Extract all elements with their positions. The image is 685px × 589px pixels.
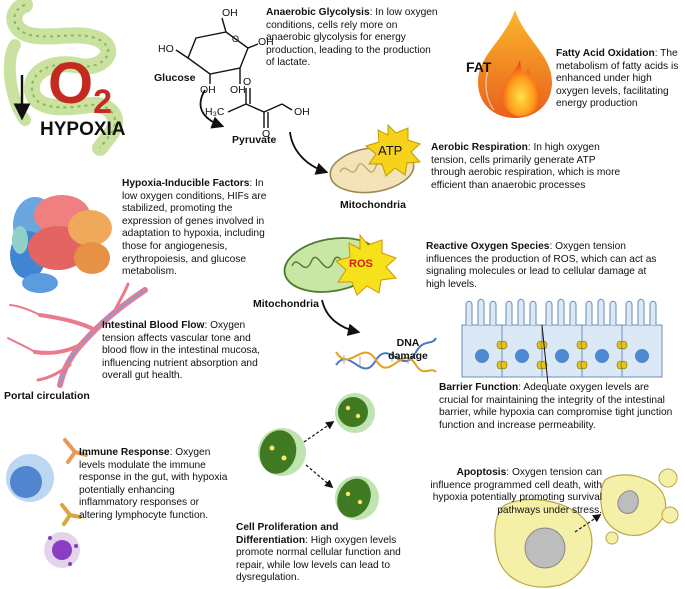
hif-text: Hypoxia-Inducible Factors: In low oxygen… (122, 178, 280, 279)
barrier-text: Barrier Function: Adequate oxygen levels… (439, 382, 675, 432)
pyruvate-molecule-icon (227, 88, 293, 128)
prolif-text: Cell Proliferation and Differentiation: … (236, 522, 404, 585)
apoptosis-text: Apoptosis: Oxygen tension can influence … (424, 467, 602, 517)
mitochondria-label-top: Mitochondria (340, 199, 406, 211)
barrier-title: Barrier Function (439, 382, 519, 393)
mito-to-dna-arrow (321, 299, 361, 336)
apoptosis-body: : Oxygen tension can influence programme… (430, 467, 602, 516)
immune-cells-icon (6, 438, 88, 568)
proliferation-cells-icon (258, 393, 379, 520)
glucose-oh-bot: OH (230, 84, 246, 96)
ros-title: Reactive Oxygen Species (426, 241, 550, 252)
glucose-oh-mid: OH (200, 84, 216, 96)
hypoxia-label: HYPOXIA (40, 119, 126, 140)
ros-label: ROS (349, 258, 373, 270)
blood-vessels-icon (7, 282, 148, 388)
pyruvate-ch3: H₃C (205, 106, 225, 118)
glucose-label: Glucose (154, 72, 196, 84)
aerobic-body: : In high oxygen tension, cells primaril… (431, 142, 621, 191)
fat-text: Fatty Acid Oxidation: The metabolism of … (556, 48, 682, 111)
pyruvate-o-bot: O (262, 128, 271, 140)
prolif-title: Cell Proliferation and Differentiation (236, 522, 339, 546)
glucose-oh-top: OH (222, 7, 238, 19)
barrier-body: : Adequate oxygen levels are crucial for… (439, 382, 673, 431)
dna-helix-icon (335, 337, 437, 373)
glycolysis-title: Anaerobic Glycolysis (266, 7, 370, 18)
immune-title: Immune Response (79, 447, 170, 458)
o2-o: O (48, 51, 94, 116)
aerobic-title: Aerobic Respiration (431, 142, 528, 153)
pyruvate-to-mito-arrow (289, 131, 329, 175)
immune-body: : Oxygen levels modulate the immune resp… (79, 447, 228, 521)
glucose-ho-left: HO (158, 43, 174, 55)
hif-protein-icon (10, 195, 112, 293)
blood-title: Intestinal Blood Flow (102, 320, 205, 331)
atp-label: ATP (378, 143, 403, 158)
ros-burst-icon (334, 233, 398, 296)
glucose-oh-right: OH (258, 36, 274, 48)
fat-label: FAT (466, 59, 492, 75)
o2-label: O2 (48, 55, 112, 131)
mitochondria-label-mid: Mitochondria (253, 298, 319, 310)
hif-title: Hypoxia-Inducible Factors (122, 178, 250, 189)
fat-title: Fatty Acid Oxidation (556, 48, 655, 59)
epithelial-barrier-icon (461, 298, 663, 385)
apoptosis-cells-icon (494, 468, 679, 588)
apoptosis-title: Apoptosis (456, 467, 507, 478)
blood-body: : Oxygen tension affects vascular tone a… (102, 320, 260, 382)
ros-text: Reactive Oxygen Species: Oxygen tension … (426, 241, 662, 291)
dna-damage-label: DNA damage (388, 337, 428, 362)
glycolysis-text: Anaerobic Glycolysis: In low oxygen cond… (266, 7, 441, 70)
hif-body: : In low oxygen conditions, HIFs are sta… (122, 178, 267, 278)
atp-burst-icon (364, 123, 422, 177)
o2-subscript: 2 (93, 83, 113, 121)
portal-circulation-label: Portal circulation (4, 390, 90, 402)
immune-text: Immune Response: Oxygen levels modulate … (79, 447, 229, 523)
glucose-molecule-icon (175, 17, 259, 84)
prolif-body: : High oxygen levels promote normal cell… (236, 534, 401, 584)
pyruvate-acid-oh: OH (294, 106, 310, 118)
fat-body: : The metabolism of fatty acids is enhan… (556, 48, 679, 110)
blood-text: Intestinal Blood Flow: Oxygen tension af… (102, 320, 264, 383)
glucose-to-pyruvate-arrow (199, 89, 225, 129)
glucose-o-ring: O (232, 34, 240, 44)
fat-flame-icon (478, 10, 552, 118)
pyruvate-label: Pyruvate (232, 134, 277, 146)
glycolysis-body: : In low oxygen conditions, cells rely m… (266, 7, 438, 69)
pyruvate-o-top: O (243, 76, 252, 88)
ros-body: : Oxygen tension influences the producti… (426, 241, 657, 290)
aerobic-text: Aerobic Respiration: In high oxygen tens… (431, 142, 623, 192)
